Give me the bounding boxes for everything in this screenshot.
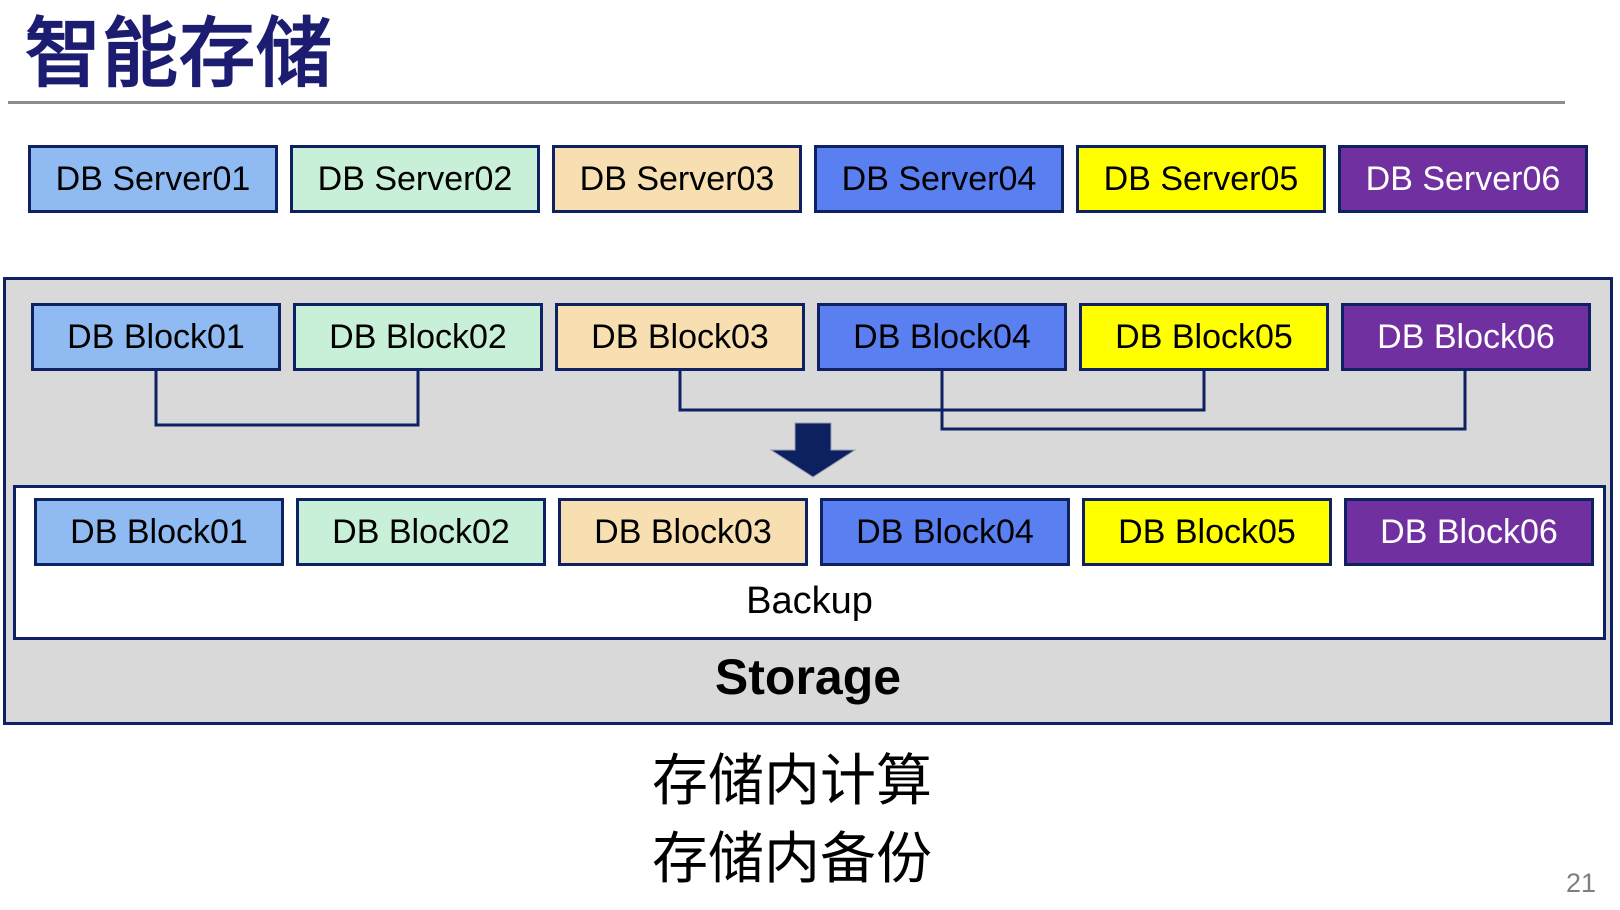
backup-box: DB Block01 DB Block02 DB Block03 DB Bloc… — [13, 485, 1606, 640]
db-block-bottom-01-box: DB Block01 — [34, 498, 284, 566]
db-server-05-box: DB Server05 — [1076, 145, 1326, 213]
connector-block03-block05 — [678, 371, 1206, 412]
db-block-bottom-06-box: DB Block06 — [1344, 498, 1594, 566]
db-block-top-01-box: DB Block01 — [31, 303, 281, 371]
db-server-04-box: DB Server04 — [814, 145, 1064, 213]
storage-container: DB Block01 DB Block02 DB Block03 DB Bloc… — [3, 277, 1613, 725]
db-server-03-box: DB Server03 — [552, 145, 802, 213]
db-block-bottom-03-box: DB Block03 — [558, 498, 808, 566]
storage-label: Storage — [714, 649, 902, 705]
db-block-top-06-box: DB Block06 — [1341, 303, 1591, 371]
db-block-top-02-box: DB Block02 — [293, 303, 543, 371]
db-block-row-source: DB Block01 DB Block02 DB Block03 DB Bloc… — [31, 303, 1591, 371]
db-block-top-03-box: DB Block03 — [555, 303, 805, 371]
note-line-2: 存储内备份 — [652, 827, 932, 890]
title-divider — [8, 101, 1565, 104]
note-line-1: 存储内计算 — [652, 749, 932, 812]
db-server-01-box: DB Server01 — [28, 145, 278, 213]
db-block-top-04-box: DB Block04 — [817, 303, 1067, 371]
page-number: 21 — [1566, 868, 1597, 898]
db-block-row-backup: DB Block01 DB Block02 DB Block03 DB Bloc… — [34, 498, 1594, 566]
db-block-bottom-05-box: DB Block05 — [1082, 498, 1332, 566]
db-server-06-box: DB Server06 — [1338, 145, 1588, 213]
page-title: 智能存储 — [25, 12, 333, 97]
db-block-top-05-box: DB Block05 — [1079, 303, 1329, 371]
db-block-bottom-02-box: DB Block02 — [296, 498, 546, 566]
db-block-bottom-04-box: DB Block04 — [820, 498, 1070, 566]
connector-block01-block02 — [154, 371, 420, 427]
connector-block04-block06 — [940, 371, 1467, 431]
backup-label: Backup — [746, 580, 873, 622]
db-server-02-box: DB Server02 — [290, 145, 540, 213]
notes: 存储内计算 存储内备份 — [652, 742, 932, 898]
db-server-row: DB Server01 DB Server02 DB Server03 DB S… — [28, 145, 1588, 213]
